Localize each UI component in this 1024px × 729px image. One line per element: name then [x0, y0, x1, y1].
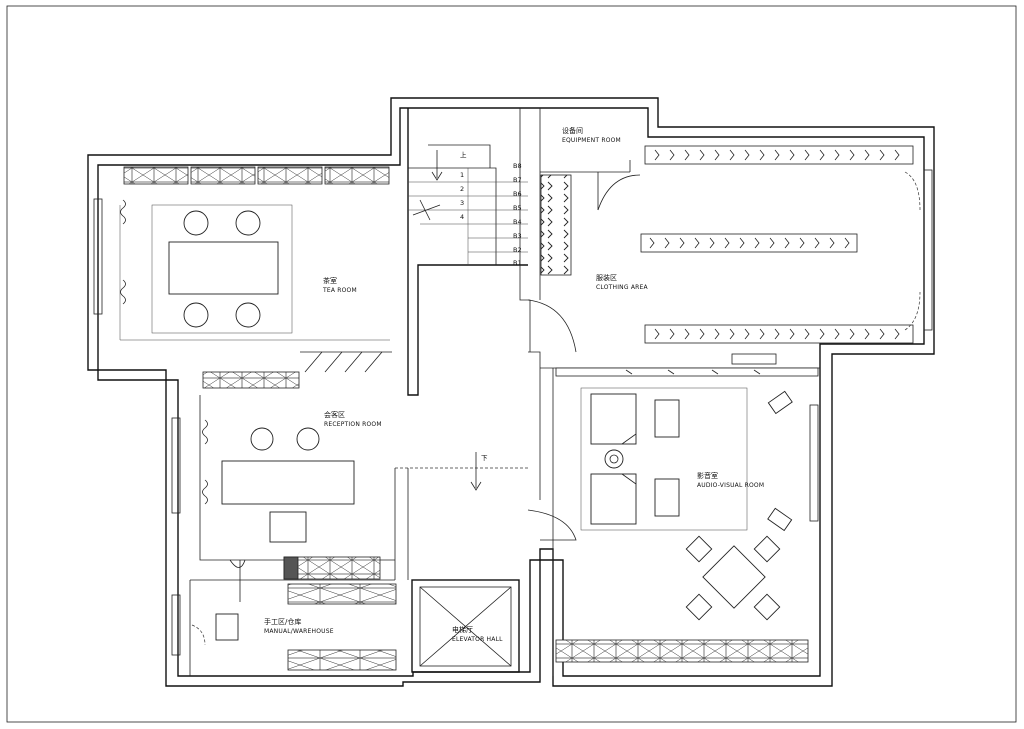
av-speaker: [767, 507, 793, 532]
tea-room-label-en: TEA ROOM: [322, 287, 357, 294]
stair-level-b8: B8: [513, 162, 522, 170]
stair-level-b3: B3: [513, 232, 522, 240]
tea-room: 茶室 TEA ROOM: [93, 166, 392, 373]
manual-warehouse: 手工区/仓库 MANUAL/WAREHOUSE: [171, 559, 397, 676]
stair-step-3: 3: [460, 199, 464, 207]
tea-table: [168, 241, 279, 295]
equipment-label-en: EQUIPMENT ROOM: [562, 137, 621, 144]
stair-step-1: 1: [460, 171, 464, 179]
reception-stool: [269, 511, 307, 543]
av-dining-chair: [753, 535, 781, 563]
reception-label-cn: 会客区: [324, 410, 345, 419]
equipment-label-cn: 设备间: [562, 126, 583, 135]
sheet-border: [6, 5, 1017, 723]
stair-step-4: 4: [460, 213, 464, 221]
clothing-label-cn: 服装区: [596, 273, 617, 282]
tea-room-label-cn: 茶室: [323, 276, 337, 285]
av-dining-chair: [685, 535, 713, 563]
av-speaker: [767, 390, 793, 415]
stair-level-b7: B7: [513, 176, 522, 184]
stair-down-label: 下: [481, 454, 488, 462]
av-sofa: [590, 393, 637, 445]
reception-label-en: RECEPTION ROOM: [324, 421, 382, 428]
av-label-cn: 影音室: [697, 471, 718, 480]
audio-visual-room: 影音室 AUDIO-VISUAL ROOM: [540, 367, 820, 676]
tea-cabinet-1: [123, 166, 189, 185]
stair-level-b5: B5: [513, 204, 522, 212]
clothing-window: [923, 169, 933, 331]
staircase: 上 1 2 3 4 B8 B7 B6 B5 B4 B3 B2 B1 下: [394, 108, 577, 580]
tea-chair: [183, 302, 209, 328]
reception-cabinet: [202, 371, 300, 389]
warehouse-desk: [215, 613, 239, 641]
warehouse-shelf-bottom: [287, 649, 397, 671]
stair-up-label: 上: [460, 150, 467, 159]
av-screen: [809, 404, 819, 522]
av-sofa: [590, 473, 637, 525]
elevator-label-cn: 电梯厅: [452, 625, 473, 634]
av-dining-chair: [753, 593, 781, 621]
av-cabinet-bottom: [555, 639, 809, 663]
tea-chair: [235, 302, 261, 328]
tea-chair: [235, 210, 261, 236]
tea-chair: [183, 210, 209, 236]
av-cabinet-top: [555, 367, 819, 377]
av-ottoman: [654, 478, 680, 517]
tea-rug: [151, 204, 293, 334]
tea-cabinet-2: [190, 166, 256, 185]
manual-label-en: MANUAL/WAREHOUSE: [264, 628, 334, 635]
clothing-vent: [731, 353, 777, 365]
clothing-rack-middle: [640, 233, 858, 253]
equipment-room: 设备间 EQUIPMENT ROOM: [539, 108, 641, 300]
av-rug: [580, 387, 748, 531]
reception-room: 会客区 RECEPTION ROOM: [171, 371, 395, 580]
stair-step-2: 2: [460, 185, 464, 193]
reception-chair: [296, 427, 320, 451]
av-side-table: [604, 449, 624, 469]
warehouse-shelf-top: [287, 583, 397, 605]
warehouse-window: [171, 594, 181, 656]
clothing-label-en: CLOTHING AREA: [596, 284, 648, 291]
equipment-rack: [540, 174, 572, 276]
av-label-en: AUDIO-VISUAL ROOM: [697, 482, 764, 489]
tea-window: [93, 198, 103, 315]
reception-chair: [250, 427, 274, 451]
manual-label-cn: 手工区/仓库: [264, 617, 301, 626]
reception-window: [171, 417, 181, 514]
tea-cabinet-3: [257, 166, 323, 185]
av-side-table-inner: [609, 454, 619, 464]
elevator-shaft: [411, 579, 520, 673]
elevator-label-en: ELEVATOR HALL: [452, 636, 503, 643]
av-dining-table: [702, 545, 766, 609]
reception-table: [221, 460, 355, 505]
tea-cabinet-4: [324, 166, 390, 185]
stair-level-b1: B1: [513, 259, 522, 267]
av-dining-chair: [685, 593, 713, 621]
av-ottoman: [654, 399, 680, 438]
kitchen-appliance: [283, 556, 299, 580]
stair-level-b4: B4: [513, 218, 522, 226]
elevator-hall: 电梯厅 ELEVATOR HALL: [411, 579, 520, 673]
stair-level-b2: B2: [513, 246, 522, 254]
clothing-area: 服装区 CLOTHING AREA: [596, 145, 933, 365]
stair-level-b6: B6: [513, 190, 522, 198]
